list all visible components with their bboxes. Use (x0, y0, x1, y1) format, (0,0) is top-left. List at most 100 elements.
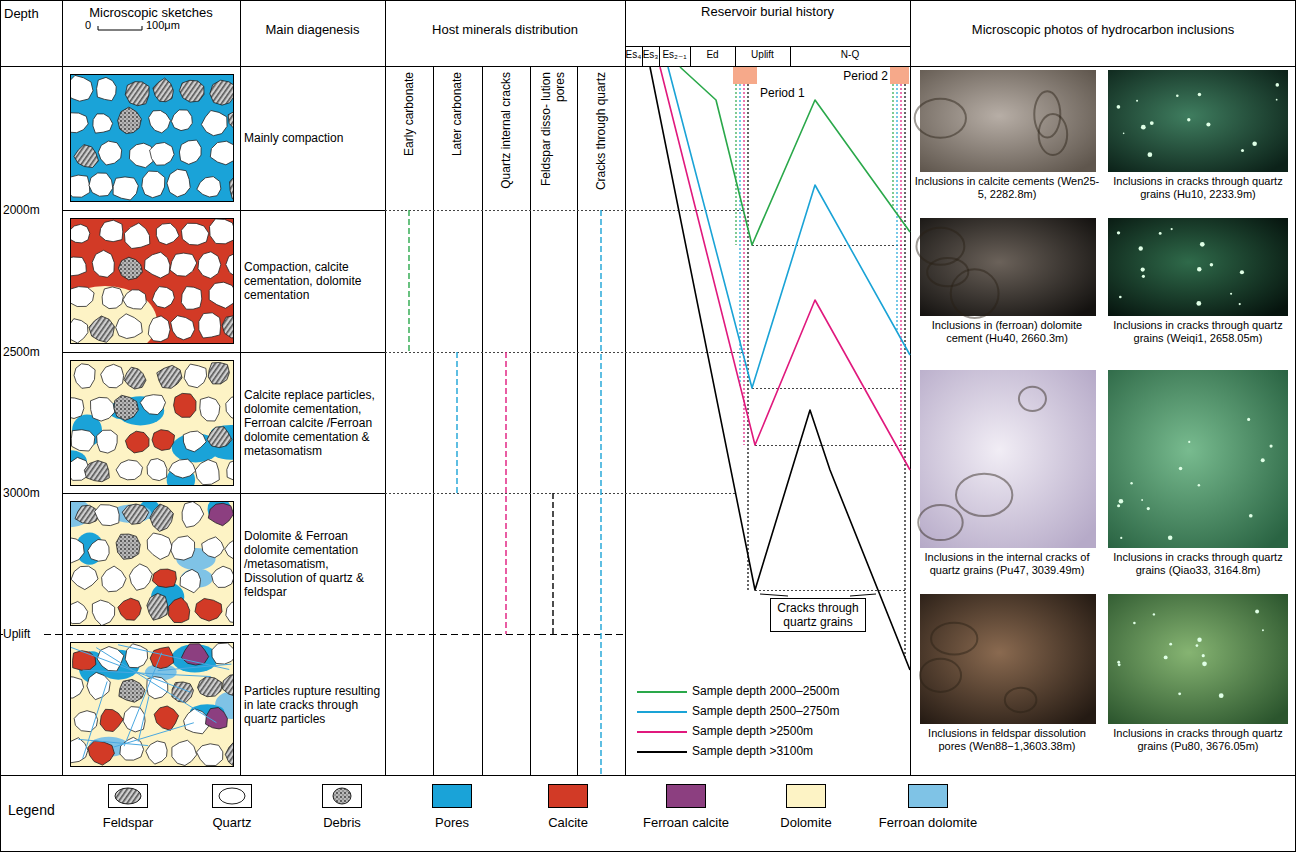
art-shape (148, 316, 170, 342)
art-shape (149, 111, 171, 133)
art-shape (195, 599, 222, 622)
legend-shape-frame (109, 785, 148, 808)
stratum-label: N-Q (790, 49, 910, 61)
art-shape (157, 365, 182, 388)
art-shape (226, 396, 234, 421)
art-shape (122, 504, 148, 524)
stratum-label: Es₄ (625, 49, 642, 61)
art-shape (123, 290, 146, 309)
art-shape (89, 316, 115, 342)
scale-label: 100μm (146, 19, 198, 32)
fluorescent-inclusion (1117, 504, 1120, 507)
fluorescent-inclusion (1262, 629, 1264, 631)
art-shape (70, 218, 234, 344)
legend-text: Ferroan dolomite (868, 815, 988, 831)
art-shape (124, 223, 149, 249)
stratum-label: Ed (690, 49, 735, 61)
callout-box: Cracks through quartz grains (770, 598, 866, 632)
grain-outline (920, 659, 961, 692)
fluorescent-inclusion (1141, 125, 1146, 130)
art-shape (70, 286, 157, 344)
fluorescent-inclusion (1249, 514, 1253, 518)
legend-text: Ferroan calcite (626, 815, 746, 831)
photo-caption: Inclusions in (ferroan) dolomite cement … (914, 319, 1100, 345)
art-shape (154, 706, 178, 730)
art-shape (116, 460, 142, 480)
fluorescent-inclusion (1187, 118, 1190, 121)
sketch-frame (71, 361, 234, 486)
art-shape (184, 709, 209, 734)
art-shape (92, 250, 114, 277)
art-shape (91, 397, 115, 421)
period-band (890, 67, 909, 84)
art-shape (158, 664, 232, 671)
art-shape (70, 537, 84, 562)
art-shape (70, 175, 90, 197)
art-shape (100, 709, 123, 731)
column-header: Reservoir burial history (625, 4, 910, 20)
micro-photo (920, 218, 1096, 316)
art-shape (97, 77, 117, 100)
depth-label: Uplift (3, 627, 43, 641)
legend-shape (115, 788, 141, 804)
art-shape (198, 252, 221, 279)
scale-label: 0 (80, 19, 96, 32)
fluorescent-inclusion (1123, 133, 1125, 135)
art-shape (84, 461, 109, 482)
fluorescent-inclusion (1200, 242, 1205, 247)
art-shape (174, 393, 196, 417)
fluorescent-inclusion (1118, 663, 1121, 666)
art-shape (70, 257, 86, 276)
art-shape (70, 319, 88, 343)
diagenesis-text: Dolomite & Ferroan dolomite cementation … (244, 496, 383, 631)
art-shape (227, 460, 234, 482)
art-shape (118, 107, 142, 134)
art-shape (169, 459, 196, 478)
leader-line (850, 594, 876, 596)
grain-outline (1034, 91, 1060, 137)
art-shape (208, 503, 233, 525)
art-shape (146, 741, 167, 764)
art-shape (171, 316, 195, 340)
art-shape (183, 431, 206, 452)
host-ranges (409, 210, 601, 775)
legend-swatch (548, 784, 588, 808)
depth-label: 2000m (3, 203, 59, 217)
art-shape (70, 113, 88, 133)
depth-label: 2500m (3, 345, 59, 359)
art-shape (124, 367, 146, 389)
grain-outline (927, 258, 968, 286)
fluorescent-inclusion (1142, 275, 1145, 278)
fluorescent-inclusion (1269, 445, 1272, 448)
fluorescent-inclusion (1252, 141, 1257, 146)
legend-text: Debris (282, 815, 402, 831)
art-shape (179, 140, 201, 164)
art-shape (70, 602, 88, 624)
grain-outline (915, 99, 966, 138)
art-shape (208, 363, 229, 384)
art-shape (170, 253, 197, 276)
fluorescent-inclusion (1136, 100, 1138, 102)
art-shape (226, 602, 234, 623)
column-header: Microscopic photos of hydrocarbon inclus… (910, 22, 1296, 38)
art-shape (156, 223, 179, 244)
micro-photo (1108, 594, 1288, 724)
art-shape (92, 600, 114, 626)
art-shape (147, 459, 167, 481)
art-shape (118, 598, 141, 620)
sketch-frame (71, 502, 234, 626)
art-shape (197, 744, 223, 766)
diagenesis-text: Particles rupture resulting in late crac… (244, 637, 383, 772)
art-shape (70, 398, 84, 419)
art-shape (74, 364, 95, 389)
art-shape (195, 460, 219, 485)
column-header: Depth (4, 6, 60, 22)
art-shape (70, 360, 234, 486)
art-shape (212, 566, 234, 587)
column-header: Main diagenesis (240, 22, 385, 38)
art-shape (172, 740, 197, 765)
fluorescent-inclusion (1153, 613, 1155, 615)
period-band (733, 67, 757, 84)
art-shape (129, 564, 152, 590)
art-shape (73, 651, 96, 671)
